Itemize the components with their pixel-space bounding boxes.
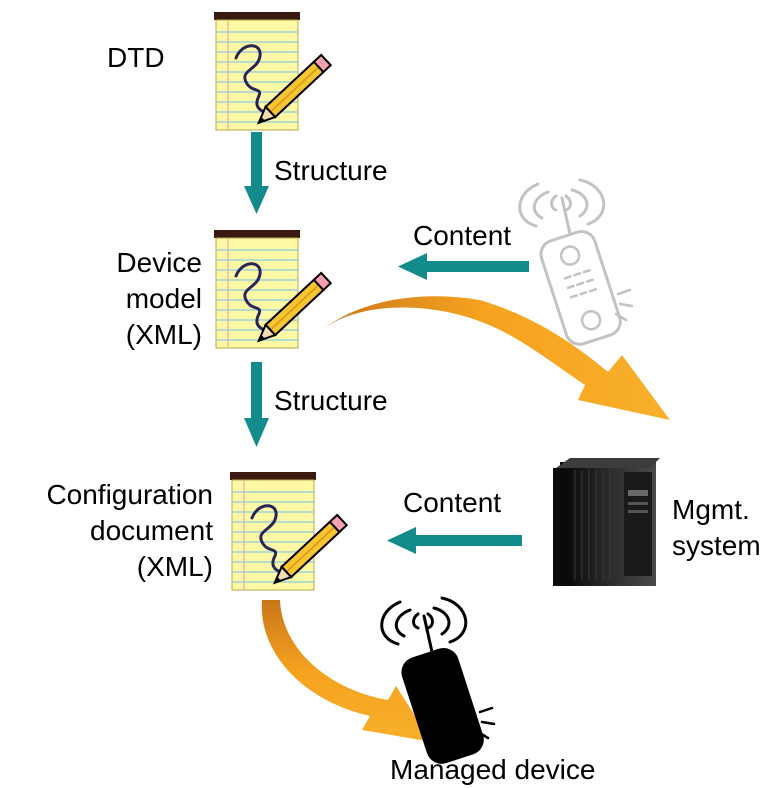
server-icon	[553, 458, 660, 586]
label-configuration-document-line2: document	[90, 515, 213, 546]
label-managed-device: Managed device	[390, 754, 596, 785]
label-content-1: Content	[413, 220, 512, 251]
notepad-pencil-icon	[212, 228, 333, 350]
label-device-model: Device model (XML)	[80, 245, 202, 353]
notepad-pencil-icon	[212, 10, 333, 132]
orange-arrow-config-to-device	[261, 600, 432, 742]
label-mgmt-system-line1: Mgmt.	[672, 494, 750, 525]
label-device-model-line2: model	[125, 283, 202, 314]
label-device-model-line1: Device	[116, 247, 202, 278]
label-content-2: Content	[403, 487, 502, 518]
label-mgmt-system: Mgmt. system	[672, 492, 761, 564]
label-structure-1: Structure	[274, 155, 388, 186]
teal-arrow-structure-2	[244, 362, 269, 447]
label-structure-2: Structure	[274, 385, 388, 416]
teal-arrow-content-1	[398, 253, 529, 280]
label-configuration-document-line3: (XML)	[136, 551, 213, 582]
orange-arrow-model-to-mgmt	[322, 296, 670, 420]
notepad-pencil-icon	[228, 470, 349, 592]
label-mgmt-system-line2: system	[672, 530, 761, 561]
label-configuration-document: Configuration document (XML)	[0, 477, 213, 585]
label-dtd: DTD	[107, 42, 165, 73]
teal-arrow-structure-1	[244, 132, 269, 214]
phone-icon	[380, 596, 496, 768]
teal-arrow-content-2	[387, 527, 522, 554]
label-device-model-line3: (XML)	[125, 319, 202, 350]
label-configuration-document-line1: Configuration	[46, 479, 213, 510]
phone-icon: .faded .phbody{fill:#f4f4f4;stroke:#bdbd…	[518, 178, 634, 350]
